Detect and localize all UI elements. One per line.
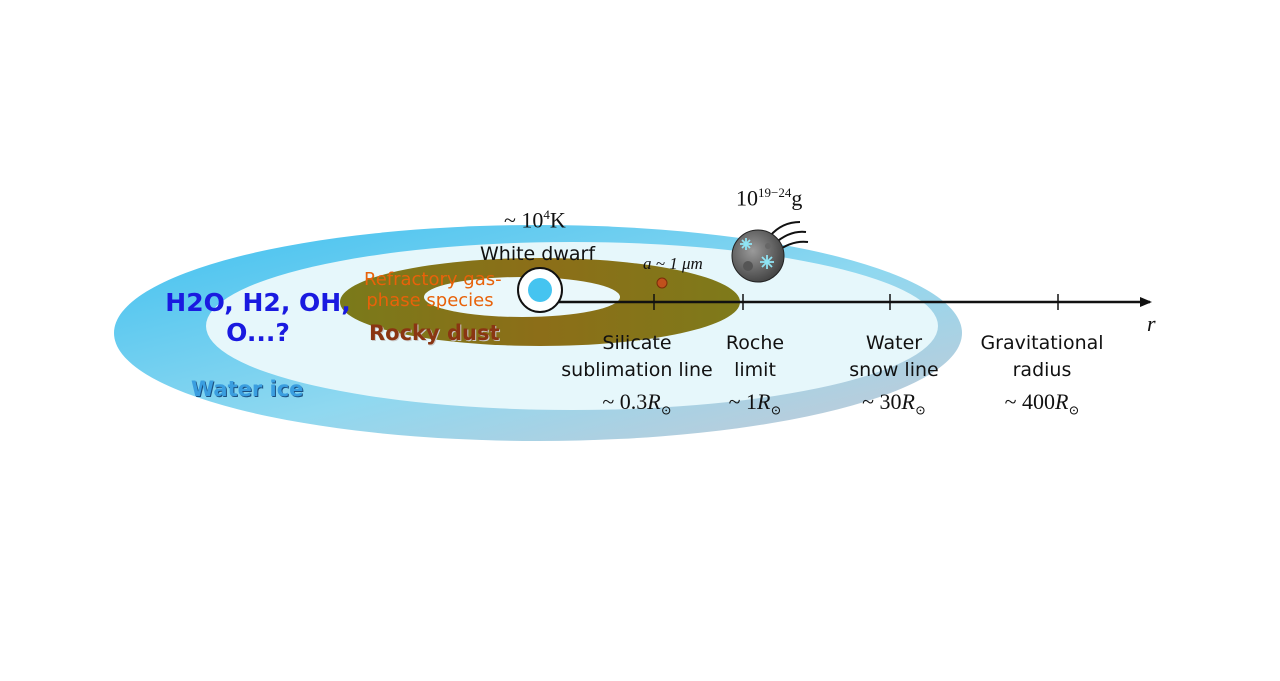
asteroid-icon [731,221,809,283]
white-dwarf-icon [528,278,552,302]
mass-label: 1019−24g [736,185,803,211]
water-ice-label: Water ice [191,377,304,401]
asteroid-body [731,229,785,283]
marker-snow-line: Water snow line ~ 30R⊙ [849,332,939,418]
snowflake-icon [760,255,774,269]
temperature-label: ~ 104K [504,207,566,233]
dust-grain-icon [656,277,668,289]
grain-size-label: a ~ 1 μm [643,254,703,273]
marker-gravitational: Gravitational radius ~ 400R⊙ [980,332,1104,418]
axis-label: r [1147,311,1156,336]
asteroid-crater [765,243,771,249]
asteroid-crater [743,261,753,271]
refractory-label: Refractory gas- phase species [364,269,502,311]
axis-ticks [653,294,1059,310]
snowflake-icon [740,238,752,250]
white-dwarf-label: White dwarf [480,243,596,265]
marker-roche: Roche limit ~ 1R⊙ [725,332,785,418]
rocky-dust-label: Rocky dust [369,321,500,345]
molecules-label: H2O, H2, OH, O...? [165,288,351,347]
marker-silicate: Silicate sublimation line ~ 0.3R⊙ [561,332,713,418]
